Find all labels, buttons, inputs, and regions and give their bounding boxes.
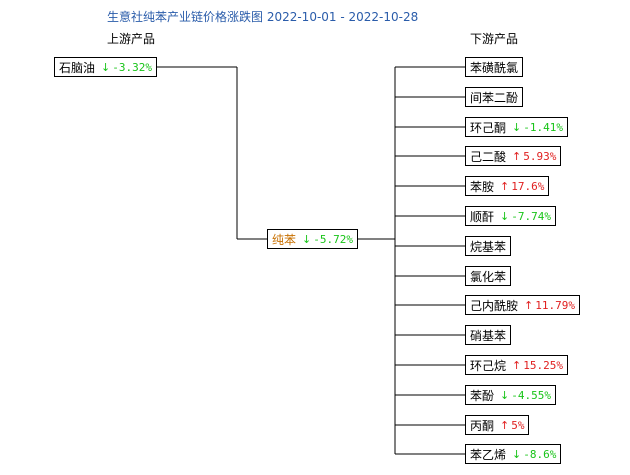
arrow-down-icon: ↓: [512, 447, 522, 461]
price-change-value: 15.25%: [523, 358, 563, 372]
downstream-header: 下游产品: [470, 32, 519, 46]
downstream-node[interactable]: 环己酮 ↓-1.41%: [465, 117, 568, 137]
node-name: 间苯二酚: [470, 90, 519, 105]
price-change-value: -8.6%: [523, 447, 557, 461]
price-change: ↓-7.74%: [500, 210, 551, 223]
price-change-value: 11.79%: [535, 298, 575, 312]
price-change: ↑17.6%: [500, 180, 544, 193]
arrow-down-icon: ↓: [302, 232, 312, 246]
downstream-node[interactable]: 间苯二酚: [465, 87, 524, 107]
node-name: 环己酮: [470, 120, 507, 135]
node-name: 苯酚: [470, 388, 495, 403]
downstream-node[interactable]: 硝基苯: [465, 325, 512, 345]
arrow-down-icon: ↓: [500, 388, 510, 402]
node-name: 氯化苯: [470, 269, 507, 284]
arrow-up-icon: ↑: [524, 298, 534, 312]
chart-title: 生意社纯苯产业链价格涨跌图 2022-10-01 - 2022-10-28: [107, 10, 419, 24]
price-change-value: 17.6%: [511, 179, 545, 193]
price-change: ↑15.25%: [512, 359, 563, 372]
downstream-node[interactable]: 环己烷 ↑15.25%: [465, 355, 568, 375]
price-change-value: -3.32%: [112, 60, 152, 74]
downstream-node[interactable]: 苯酚 ↓-4.55%: [465, 385, 556, 405]
downstream-node[interactable]: 丙酮 ↑5%: [465, 415, 530, 435]
price-change: ↑5%: [500, 419, 524, 432]
center-node[interactable]: 纯苯 ↓-5.72%: [267, 229, 358, 249]
price-change-value: -7.74%: [511, 209, 551, 223]
price-change: ↓-3.32%: [101, 61, 152, 74]
downstream-node[interactable]: 氯化苯: [465, 266, 512, 286]
arrow-down-icon: ↓: [101, 60, 111, 74]
arrow-up-icon: ↑: [500, 418, 510, 432]
downstream-node[interactable]: 苯胺 ↑17.6%: [465, 176, 550, 196]
node-name: 硝基苯: [470, 328, 507, 343]
downstream-node[interactable]: 顺酐 ↓-7.74%: [465, 206, 556, 226]
price-change-value: 5.93%: [523, 149, 557, 163]
node-name: 苯乙烯: [470, 447, 507, 462]
node-name: 苯磺酰氯: [470, 60, 519, 75]
price-change: ↓-8.6%: [512, 448, 556, 461]
node-name: 顺酐: [470, 209, 495, 224]
downstream-node[interactable]: 苯乙烯 ↓-8.6%: [465, 444, 562, 464]
downstream-node[interactable]: 烷基苯: [465, 236, 512, 256]
price-change: ↑11.79%: [524, 299, 575, 312]
node-name: 苯胺: [470, 179, 495, 194]
downstream-node[interactable]: 苯磺酰氯: [465, 57, 524, 77]
price-change-value: -5.72%: [313, 232, 353, 246]
node-name: 纯苯: [272, 232, 297, 247]
downstream-node[interactable]: 己二酸 ↑5.93%: [465, 146, 562, 166]
downstream-node[interactable]: 己内酰胺 ↑11.79%: [465, 295, 580, 315]
price-change-value: 5%: [511, 418, 525, 432]
node-name: 环己烷: [470, 358, 507, 373]
arrow-up-icon: ↑: [512, 149, 522, 163]
price-change: ↓-4.55%: [500, 389, 551, 402]
arrow-up-icon: ↑: [500, 179, 510, 193]
price-change: ↑5.93%: [512, 150, 556, 163]
node-name: 己二酸: [470, 149, 507, 164]
upstream-node[interactable]: 石脑油 ↓-3.32%: [54, 57, 157, 77]
arrow-down-icon: ↓: [512, 120, 522, 134]
node-name: 烷基苯: [470, 239, 507, 254]
arrow-up-icon: ↑: [512, 358, 522, 372]
node-name: 石脑油: [59, 60, 96, 75]
node-name: 丙酮: [470, 418, 495, 433]
price-change-value: -4.55%: [511, 388, 551, 402]
node-name: 己内酰胺: [470, 298, 519, 313]
upstream-header: 上游产品: [107, 32, 156, 46]
arrow-down-icon: ↓: [500, 209, 510, 223]
price-change: ↓-1.41%: [512, 121, 563, 134]
price-change: ↓-5.72%: [302, 233, 353, 246]
price-change-value: -1.41%: [523, 120, 563, 134]
